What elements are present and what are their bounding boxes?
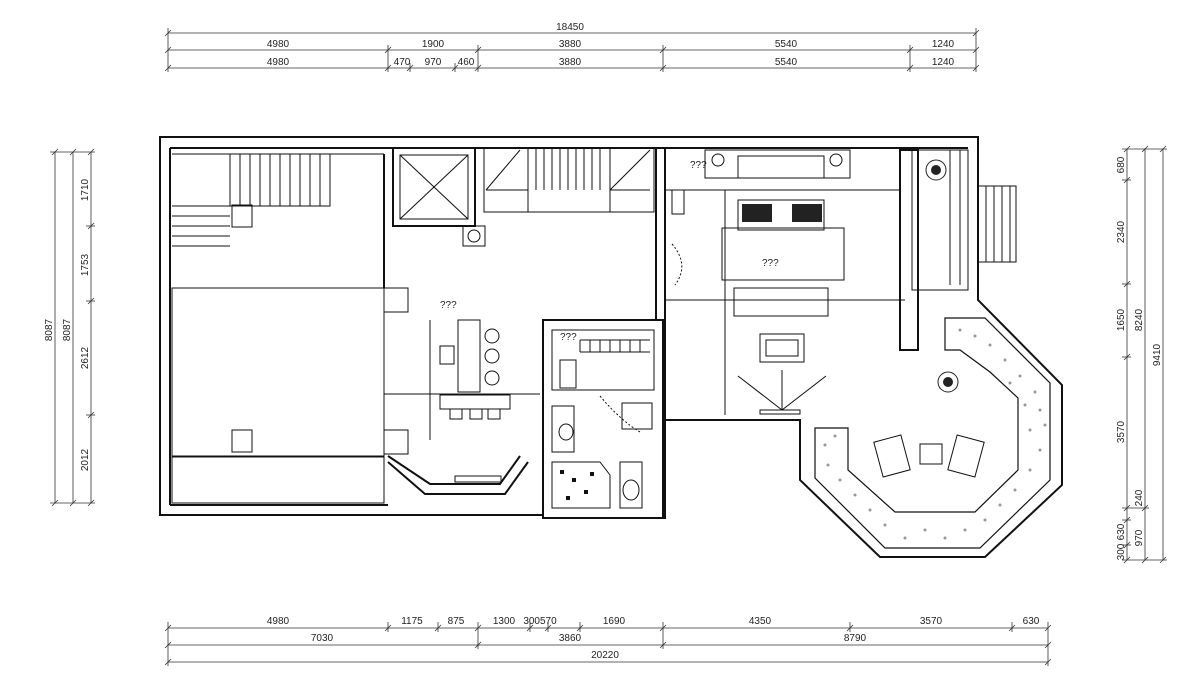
stair-left <box>172 153 331 247</box>
dim-bot-r1-4: 300 <box>523 616 540 627</box>
dim-right-inner-5: 630 <box>1116 523 1127 540</box>
living-label: ??? <box>762 258 779 269</box>
dim-top-r1-3: 5540 <box>775 39 798 50</box>
dim-right-mid-1: 970 <box>1134 529 1145 546</box>
dim-bot-r1-1: 1175 <box>401 616 423 627</box>
left-dimensions: 8087 8087 1710 1753 2612 2012 <box>44 148 95 507</box>
dim-bot-r1-8: 3570 <box>920 616 943 627</box>
bathroom: ??? <box>542 319 664 519</box>
tag-2-label: ??? <box>690 160 707 171</box>
dim-bot-r2-2: 8790 <box>844 633 867 644</box>
dim-right-mid-0: 8240 <box>1134 308 1145 331</box>
dim-right-inner-3: 3570 <box>1116 420 1127 443</box>
dim-left-inner-0: 1710 <box>80 178 91 201</box>
dim-bot-r2-1: 3860 <box>559 633 582 644</box>
dim-right-inner-0: 680 <box>1116 156 1127 173</box>
dim-right-inner-4: 240 <box>1134 489 1145 506</box>
dining-area: ??? <box>384 300 540 440</box>
dim-top-r1-2: 3880 <box>559 39 582 50</box>
dim-bot-r1-7: 4350 <box>749 616 772 627</box>
stair-middle <box>483 147 655 213</box>
dim-right-outer: 9410 <box>1152 343 1163 366</box>
dim-bot-r1-9: 630 <box>1023 616 1040 627</box>
dim-bot-r2-0: 7030 <box>311 633 334 644</box>
dim-right-inner-2: 1650 <box>1116 308 1127 331</box>
dim-right-inner-1: 2340 <box>1116 220 1127 243</box>
dim-left-inner-1: 1753 <box>80 253 91 276</box>
dim-top-r1-4: 1240 <box>932 39 955 50</box>
balcony-strip: ??? <box>899 149 1017 351</box>
dim-top-r1-0: 4980 <box>267 39 290 50</box>
dim-left-inner-2: 2612 <box>80 346 91 369</box>
dim-bot-r1-6: 1690 <box>603 616 626 627</box>
bath-label: ??? <box>560 332 577 343</box>
dim-top-r2-5: 5540 <box>775 57 798 68</box>
dim-top-r2-4: 3880 <box>559 57 582 68</box>
dim-left-outer-1: 8087 <box>62 318 73 341</box>
elevator-shaft <box>392 147 486 247</box>
living-room: ??? ??? <box>665 149 905 415</box>
exterior-walls <box>159 136 1063 558</box>
dim-right-inner-6: 300 <box>1116 543 1127 560</box>
dim-top-r2-1: 470 <box>394 57 411 68</box>
dining-label: ??? <box>440 300 457 311</box>
dim-bot-total: 20220 <box>591 650 619 661</box>
bottom-dimensions: 4980 1175 875 1300 300 570 1690 4350 357… <box>164 616 1052 666</box>
dim-top-r1-1: 1900 <box>422 39 445 50</box>
dim-top-r2-2: 970 <box>425 57 442 68</box>
dim-bot-r1-2: 875 <box>448 616 465 627</box>
dim-top-r2-6: 1240 <box>932 57 955 68</box>
top-dimensions: 18450 4980 1900 3880 5540 1240 4980 470 … <box>164 22 980 72</box>
right-dimensions: 680 2340 1650 3570 240 630 300 8240 970 … <box>1116 145 1167 564</box>
dim-bot-r1-3: 1300 <box>493 616 516 627</box>
dim-bot-r1-0: 4980 <box>267 616 290 627</box>
dim-bot-r1-5: 570 <box>540 616 557 627</box>
steps-right <box>977 185 1017 263</box>
dim-left-outer-0: 8087 <box>44 318 55 341</box>
dim-top-total: 18450 <box>556 22 584 33</box>
sunroom <box>814 317 1051 549</box>
left-hall <box>171 153 529 504</box>
dim-top-r2-0: 4980 <box>267 57 290 68</box>
dim-top-r2-3: 460 <box>458 57 475 68</box>
dim-left-inner-3: 2012 <box>80 448 91 471</box>
